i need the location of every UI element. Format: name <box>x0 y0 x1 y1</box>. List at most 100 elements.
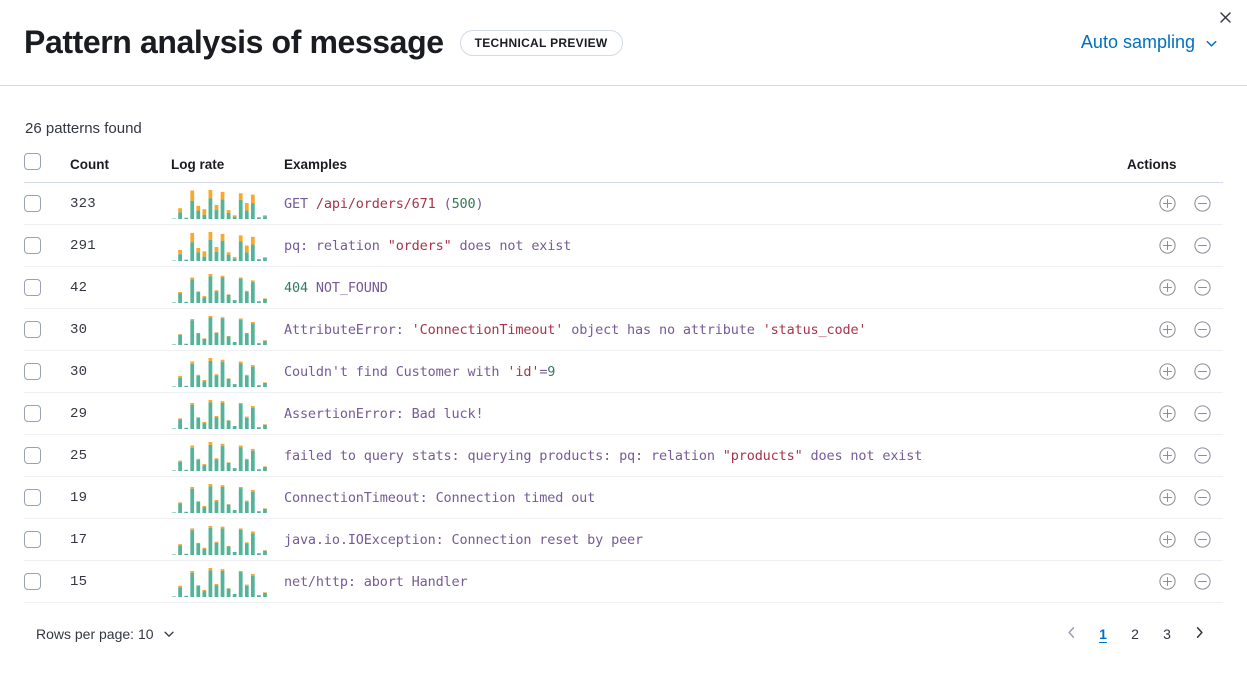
row-log-rate-sparkline <box>171 518 284 561</box>
row-example: java.io.IOException: Connection reset by… <box>284 518 1127 561</box>
row-select-cell <box>24 182 70 225</box>
auto-sampling-dropdown[interactable]: Auto sampling <box>1081 32 1219 53</box>
row-example: pq: relation "orders" does not exist <box>284 224 1127 267</box>
row-checkbox[interactable] <box>24 531 41 548</box>
minus-in-circle-icon[interactable] <box>1193 278 1212 297</box>
pagination-next-button[interactable] <box>1187 621 1211 647</box>
row-select-cell <box>24 392 70 435</box>
close-icon[interactable] <box>1212 4 1238 30</box>
rows-per-page-label: Rows per page: 10 <box>36 626 154 642</box>
row-count: 19 <box>70 476 171 519</box>
table-footer: Rows per page: 10 1 2 3 <box>24 603 1223 647</box>
patterns-table-head: Count Log rate Examples Actions <box>24 153 1223 183</box>
plus-in-circle-icon[interactable] <box>1158 362 1177 381</box>
table-row[interactable]: 29 AssertionError: Bad luck! <box>24 392 1223 435</box>
row-actions-cell <box>1127 224 1223 267</box>
row-checkbox[interactable] <box>24 489 41 506</box>
row-select-cell <box>24 350 70 393</box>
row-count: 42 <box>70 266 171 309</box>
row-actions-cell <box>1127 476 1223 519</box>
row-checkbox[interactable] <box>24 279 41 296</box>
row-example: GET /api/orders/671 (500) <box>284 182 1127 225</box>
pagination-page-1[interactable]: 1 <box>1099 626 1107 642</box>
row-count: 15 <box>70 560 171 603</box>
pagination: 1 2 3 <box>1059 621 1211 647</box>
flyout-header: Pattern analysis of message Technical pr… <box>0 0 1247 86</box>
row-select-cell <box>24 224 70 267</box>
examples-header: Examples <box>284 153 1127 183</box>
row-select-cell <box>24 560 70 603</box>
table-row[interactable]: 42 404 NOT_FOUND <box>24 266 1223 309</box>
row-checkbox[interactable] <box>24 237 41 254</box>
plus-in-circle-icon[interactable] <box>1158 404 1177 423</box>
minus-in-circle-icon[interactable] <box>1193 320 1212 339</box>
plus-in-circle-icon[interactable] <box>1158 530 1177 549</box>
row-count: 29 <box>70 392 171 435</box>
row-actions-cell <box>1127 518 1223 561</box>
pagination-page-3[interactable]: 3 <box>1163 626 1171 642</box>
plus-in-circle-icon[interactable] <box>1158 572 1177 591</box>
table-row[interactable]: 15 net/http: abort Handler <box>24 560 1223 603</box>
row-checkbox[interactable] <box>24 195 41 212</box>
row-checkbox[interactable] <box>24 321 41 338</box>
plus-in-circle-icon[interactable] <box>1158 278 1177 297</box>
minus-in-circle-icon[interactable] <box>1193 488 1212 507</box>
minus-in-circle-icon[interactable] <box>1193 446 1212 465</box>
row-example: failed to query stats: querying products… <box>284 434 1127 477</box>
chevron-left-icon <box>1064 625 1079 643</box>
count-header[interactable]: Count <box>70 153 171 183</box>
row-example: 404 NOT_FOUND <box>284 266 1127 309</box>
technical-preview-badge: Technical preview <box>459 29 623 56</box>
row-count: 30 <box>70 308 171 351</box>
plus-in-circle-icon[interactable] <box>1158 320 1177 339</box>
plus-in-circle-icon[interactable] <box>1158 194 1177 213</box>
row-checkbox[interactable] <box>24 573 41 590</box>
minus-in-circle-icon[interactable] <box>1193 194 1212 213</box>
row-select-cell <box>24 308 70 351</box>
row-checkbox[interactable] <box>24 447 41 464</box>
row-log-rate-sparkline <box>171 476 284 519</box>
plus-in-circle-icon[interactable] <box>1158 446 1177 465</box>
row-checkbox[interactable] <box>24 363 41 380</box>
table-row[interactable]: 30 Couldn't find Customer with 'id'=9 <box>24 350 1223 393</box>
plus-in-circle-icon[interactable] <box>1158 488 1177 507</box>
row-log-rate-sparkline <box>171 560 284 603</box>
minus-in-circle-icon[interactable] <box>1193 572 1212 591</box>
row-actions-cell <box>1127 560 1223 603</box>
pagination-page-2[interactable]: 2 <box>1131 626 1139 642</box>
row-log-rate-sparkline <box>171 308 284 351</box>
minus-in-circle-icon[interactable] <box>1193 404 1212 423</box>
row-select-cell <box>24 476 70 519</box>
row-actions-cell <box>1127 266 1223 309</box>
chevron-down-icon <box>162 627 177 642</box>
row-example: net/http: abort Handler <box>284 560 1127 603</box>
row-count: 30 <box>70 350 171 393</box>
row-example: Couldn't find Customer with 'id'=9 <box>284 350 1127 393</box>
plus-in-circle-icon[interactable] <box>1158 236 1177 255</box>
minus-in-circle-icon[interactable] <box>1193 362 1212 381</box>
rows-per-page-selector[interactable]: Rows per page: 10 <box>36 626 177 642</box>
patterns-found-count: 26 patterns found <box>25 120 142 137</box>
row-count: 25 <box>70 434 171 477</box>
row-log-rate-sparkline <box>171 224 284 267</box>
row-actions-cell <box>1127 182 1223 225</box>
table-row[interactable]: 25 failed to query stats: querying produc… <box>24 434 1223 477</box>
row-example: AssertionError: Bad luck! <box>284 392 1127 435</box>
row-log-rate-sparkline <box>171 266 284 309</box>
pagination-prev-button[interactable] <box>1059 621 1083 647</box>
minus-in-circle-icon[interactable] <box>1193 530 1212 549</box>
row-log-rate-sparkline <box>171 392 284 435</box>
select-all-checkbox[interactable] <box>24 153 41 170</box>
row-select-cell <box>24 518 70 561</box>
row-checkbox[interactable] <box>24 405 41 422</box>
minus-in-circle-icon[interactable] <box>1193 236 1212 255</box>
actions-header: Actions <box>1127 153 1223 183</box>
row-actions-cell <box>1127 392 1223 435</box>
pattern-analysis-body: 26 patterns found Count Log rate Example… <box>0 86 1247 647</box>
